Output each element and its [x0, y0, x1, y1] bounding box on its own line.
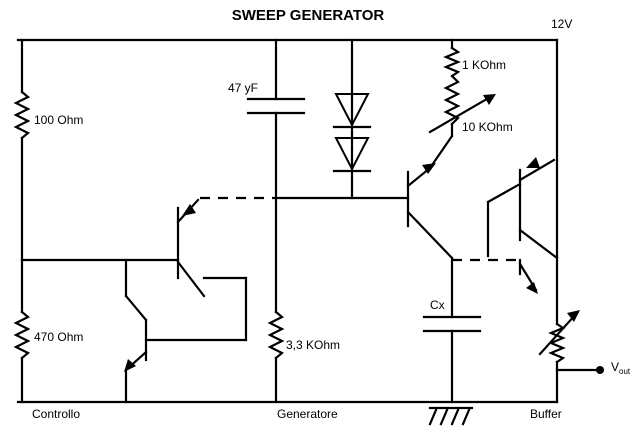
label-cx: Cx — [430, 298, 445, 312]
output-label: Vout — [611, 360, 631, 376]
diagram-title: SWEEP GENERATOR — [232, 7, 385, 24]
resistor-100-ohm — [13, 38, 31, 262]
control-transistor-upper — [176, 198, 248, 342]
resistor-1-kohm — [443, 38, 461, 78]
section-label-buffer: Buffer — [530, 407, 562, 421]
label-1-kohm: 1 KOhm — [462, 58, 506, 72]
output-terminal — [596, 366, 604, 374]
label-3-3-kohm: 3,3 KOhm — [286, 338, 340, 352]
generator-transistor — [406, 134, 454, 260]
resistor-470-ohm — [13, 258, 31, 404]
label-47-yf: 47 yF — [228, 81, 258, 95]
label-10-kohm: 10 KOhm — [462, 120, 513, 134]
supply-voltage-label: 12V — [551, 17, 572, 31]
ground-symbol — [428, 406, 474, 426]
control-transistor-lower — [124, 258, 248, 404]
output-potentiometer — [538, 38, 580, 404]
capacitor-47-yf — [246, 38, 306, 314]
capacitor-cx — [422, 256, 482, 404]
section-label-controllo: Controllo — [32, 407, 80, 421]
section-label-generatore: Generatore — [277, 407, 338, 421]
label-100-ohm: 100 Ohm — [34, 113, 83, 127]
resistor-3-3-kohm — [267, 310, 285, 404]
diode-stack — [332, 38, 372, 200]
potentiometer-10-kohm — [428, 74, 496, 138]
label-470-ohm: 470 Ohm — [34, 330, 83, 344]
buffer-transistors — [486, 157, 559, 294]
